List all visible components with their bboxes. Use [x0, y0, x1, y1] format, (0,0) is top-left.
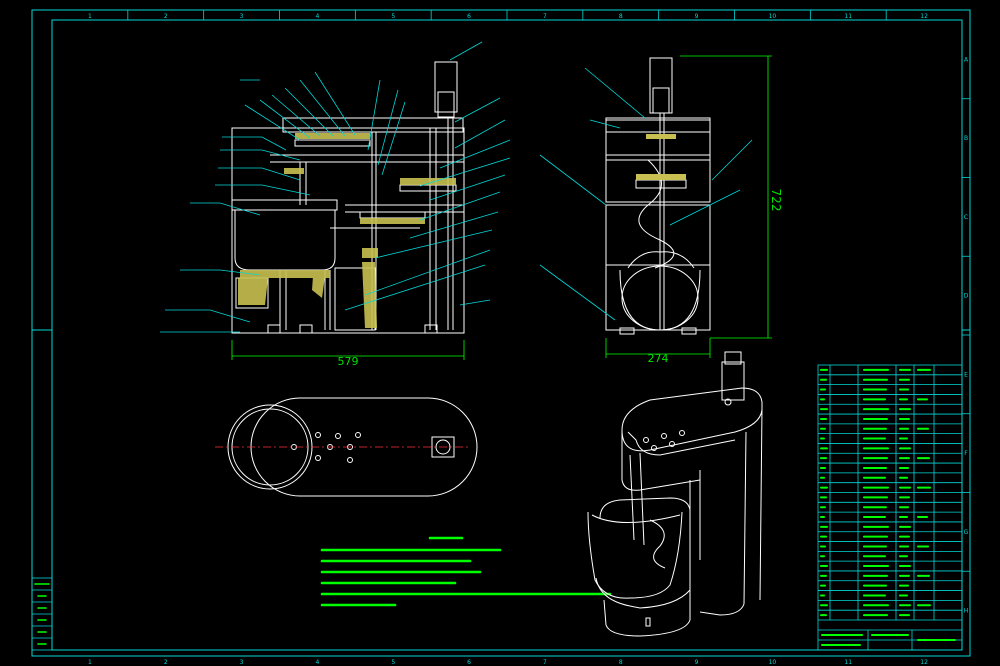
zone-label: 1	[88, 13, 92, 20]
zone-label: 8	[619, 13, 623, 20]
zone-label: A	[964, 56, 969, 63]
side-view-hatching	[636, 134, 686, 180]
isometric-view	[587, 351, 763, 637]
front-width-label: 579	[338, 355, 359, 368]
front-view-leaders	[160, 41, 511, 333]
front-width-dimension	[231, 340, 465, 360]
side-view-leaders	[539, 67, 753, 321]
front-section-hatching	[238, 133, 456, 328]
zone-label: 9	[695, 659, 699, 666]
bom-text-marks	[820, 368, 956, 646]
zone-label: 2	[164, 13, 168, 20]
side-view	[605, 57, 711, 335]
zone-label: 7	[543, 13, 547, 20]
front-section-view	[231, 61, 465, 334]
zone-label: 5	[391, 13, 395, 20]
zone-label: 8	[619, 659, 623, 666]
zone-label: B	[964, 135, 968, 142]
height-label: 722	[769, 189, 783, 212]
zone-label: 12	[920, 13, 928, 20]
zone-label: C	[964, 214, 968, 221]
zone-label: H	[964, 608, 969, 615]
technical-requirements-notes	[320, 536, 612, 607]
side-dimensions	[605, 55, 772, 358]
zone-label: E	[964, 371, 968, 378]
zone-label: G	[964, 529, 969, 536]
zone-label: 10	[769, 659, 777, 666]
zone-label: 11	[844, 659, 852, 666]
zone-label: 7	[543, 659, 547, 666]
zone-label: 4	[316, 659, 320, 666]
zone-label: 12	[920, 659, 928, 666]
zone-label: 6	[467, 13, 471, 20]
zone-label: 3	[240, 659, 244, 666]
zone-label: D	[964, 293, 969, 300]
zone-label: 4	[316, 13, 320, 20]
zone-label: 9	[695, 13, 699, 20]
revision-block-marks	[34, 583, 50, 645]
zone-label: 6	[467, 659, 471, 666]
zone-label: F	[964, 450, 968, 457]
zone-label: 3	[240, 13, 244, 20]
revision-block	[31, 577, 53, 651]
zone-label: 1	[88, 659, 92, 666]
zone-label: 10	[769, 13, 777, 20]
zone-label: 5	[391, 659, 395, 666]
zone-label: 11	[844, 13, 852, 20]
side-width-label: 274	[648, 352, 669, 365]
zone-label: 2	[164, 659, 168, 666]
